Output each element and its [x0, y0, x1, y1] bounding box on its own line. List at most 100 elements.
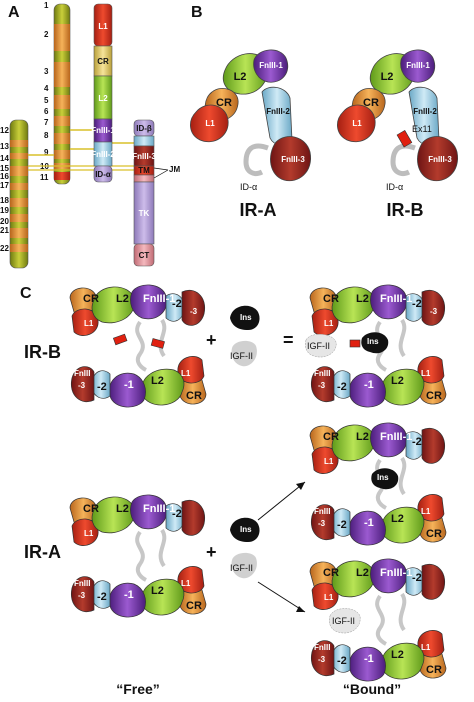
ira-insulin-bound-dimer: Ins CR L1 L2 FnIII-1 -2 FnIII -3 -2 -1 L…: [308, 420, 448, 548]
domain-fn2-part: [133, 135, 155, 147]
igf2-ligand: [305, 334, 337, 358]
exon-band: [54, 133, 70, 144]
exon-number: 5: [44, 96, 49, 105]
exon-band: [10, 140, 28, 147]
domain-label: FnIII-2: [413, 107, 437, 116]
exon-number: 17: [0, 181, 9, 190]
domain-label: CR: [216, 97, 232, 109]
exon-band: [10, 183, 28, 190]
domain-label: FnIII-2: [91, 150, 115, 159]
domain-label: -2: [97, 591, 107, 603]
exon-band: [10, 153, 28, 159]
domain-fn1: [253, 49, 289, 83]
ligand-label: IGF-II: [230, 563, 253, 573]
domain-label: FnIII: [74, 369, 90, 378]
domain-id-alpha: [93, 165, 113, 183]
ligand-label: Ins: [240, 525, 252, 534]
insulin-ligand: [230, 305, 260, 330]
ligand-label: IGF-II: [332, 616, 355, 626]
domain-label: CR: [83, 503, 99, 515]
domain-label: L2: [98, 94, 108, 103]
exon-band: [10, 244, 28, 252]
arrow-to-insulin-bound: [257, 481, 306, 521]
domain-label: L1: [352, 119, 362, 128]
domain-label: FnIII-1: [380, 431, 412, 443]
domain-label: FnIII: [314, 369, 330, 378]
domain-label: L1: [181, 369, 191, 378]
domain-label: FnIII: [74, 579, 90, 588]
exon-band: [54, 116, 70, 126]
domain-label: CR: [186, 600, 202, 612]
domain-label: -1: [364, 653, 374, 665]
domain-label: L1: [324, 457, 334, 466]
arrowhead: [296, 606, 305, 612]
domain-label: L1: [205, 119, 215, 128]
domain-label: CR: [363, 97, 379, 109]
exon-band: [54, 24, 70, 51]
domain-label: L2: [391, 649, 404, 661]
domain-label: L2: [356, 293, 369, 305]
domain-label: CR: [426, 664, 442, 676]
domain-label: -2: [412, 436, 422, 448]
ira-igf-bound-dimer: IGF-II CR L1 L2 FnIII-1 -2 FnIII -3 -2 -…: [308, 556, 448, 684]
domain-label: L1: [98, 22, 108, 31]
domain-label: CT: [139, 251, 150, 260]
domain-label: -2: [337, 519, 347, 531]
domain-label: FnIII: [314, 643, 330, 652]
exon-number: 7: [44, 118, 49, 127]
gene-structure-diagram: 1 2 3 4 5 6 7 8 9 10 11 12 13 14 15 16 1…: [0, 1, 180, 269]
domain-label: ID-α: [95, 170, 111, 179]
exon-11-insert: [396, 130, 413, 148]
id-alpha-label: ID-α: [240, 182, 257, 192]
igf2-ligand: [329, 608, 361, 634]
exon-band: [54, 95, 70, 109]
domain-label: -1: [124, 379, 134, 391]
insulin-ligand: [230, 517, 260, 542]
domain-label: FnIII-1: [259, 61, 283, 70]
domain-label: L2: [234, 71, 247, 83]
domain-label: -3: [430, 307, 438, 316]
equals-operator: =: [283, 330, 294, 350]
exon-number: 13: [0, 142, 9, 151]
domain-label: CR: [323, 293, 339, 305]
free-caption: “Free”: [116, 681, 160, 697]
domain-label: L2: [116, 503, 129, 515]
exon-11-insert: [349, 339, 361, 348]
domain-label: FnIII-3: [428, 155, 452, 164]
domain-label: CR: [323, 431, 339, 443]
domain-label: TM: [138, 166, 150, 175]
ligand-label: IGF-II: [230, 351, 253, 361]
domain-label: ID-β: [136, 124, 152, 133]
domain-label: FnIII-3: [132, 152, 156, 161]
exon-number: 3: [44, 67, 49, 76]
domain-label: CR: [97, 57, 109, 66]
domain-label: L2: [381, 71, 394, 83]
domain-label: CR: [323, 567, 339, 579]
exon-number: 8: [44, 131, 49, 140]
ir-b-title: IR-B: [387, 200, 424, 220]
domain-label: CR: [426, 390, 442, 402]
domain-label: -1: [364, 379, 374, 391]
exon-number: 20: [0, 217, 9, 226]
domain-label: FnIII-1: [143, 293, 175, 305]
exon-band: [10, 166, 28, 176]
ir-a-title: IR-A: [240, 200, 277, 220]
domain-label: -1: [124, 589, 134, 601]
exon-band: [10, 198, 28, 207]
domain-label: -3: [318, 655, 326, 664]
panel-b-label: B: [191, 4, 203, 21]
exon-band: [10, 214, 28, 222]
domain-label: L2: [391, 513, 404, 525]
igf2-ligand: [231, 552, 257, 579]
domain-label: FnIII-1: [380, 567, 412, 579]
domain-label: L2: [391, 375, 404, 387]
ira-row-label: IR-A: [24, 542, 61, 562]
bound-caption: “Bound”: [343, 681, 401, 697]
ligand-label: Ins: [240, 313, 252, 322]
domain-label: -3: [78, 381, 86, 390]
domain-label: L1: [324, 593, 334, 602]
domain-label: FnIII-2: [266, 107, 290, 116]
exon-number: 18: [0, 196, 9, 205]
id-alpha-label: ID-α: [386, 182, 403, 192]
ira-free-dimer: CR L1 L2 FnIII-1 -2 FnIII -3 -2 -1 L2 L1…: [68, 492, 208, 620]
